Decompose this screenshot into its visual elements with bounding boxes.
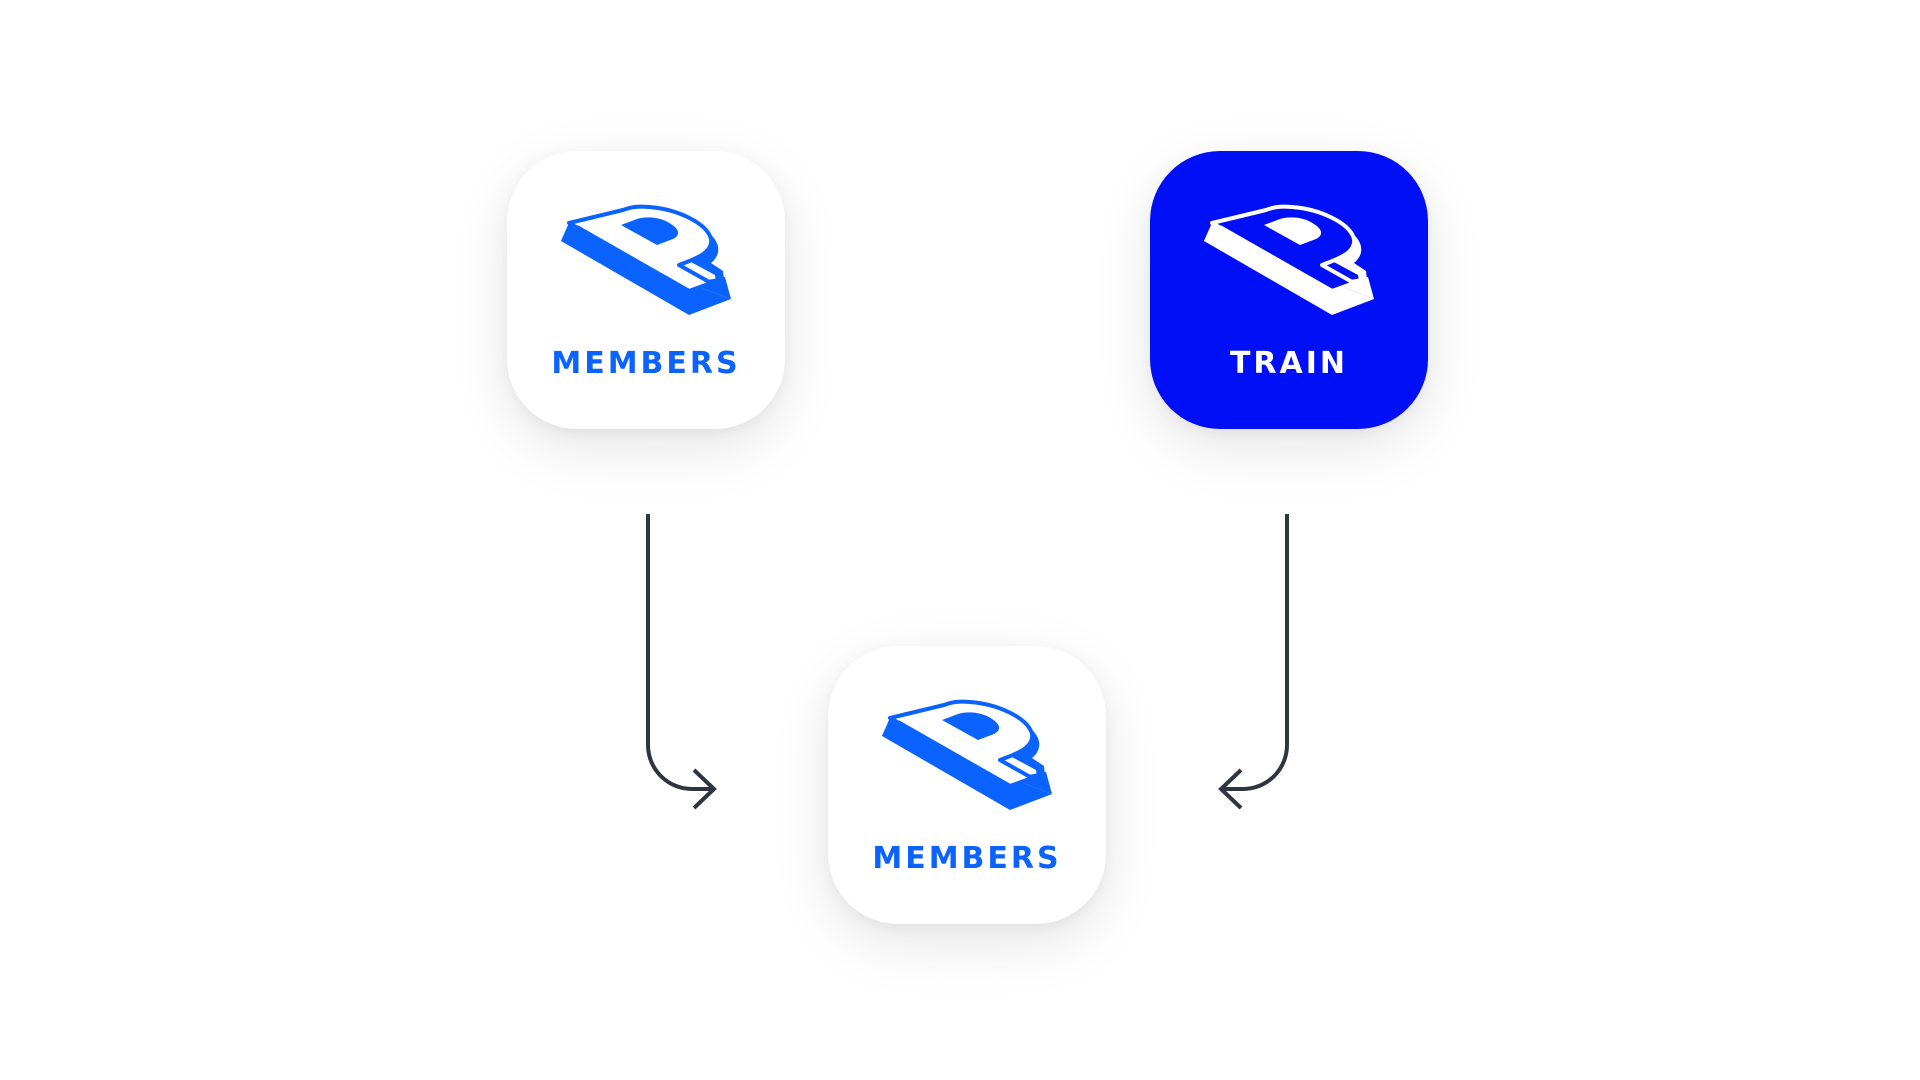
p-logo-icon <box>882 699 1052 810</box>
arrow-train-to-members <box>1221 514 1289 791</box>
p-logo-icon <box>561 204 731 315</box>
p-logo-icon <box>1204 204 1374 315</box>
members-app-icon-bottom: MEMBERS <box>828 646 1106 924</box>
members-label-bottom: MEMBERS <box>872 841 1062 876</box>
arrowhead-left-icon <box>1218 768 1243 810</box>
train-label: TRAIN <box>1229 346 1349 381</box>
members-app-icon-top: MEMBERS <box>507 151 785 429</box>
arrow-members-to-members <box>646 514 714 791</box>
train-app-icon: TRAIN <box>1150 151 1428 429</box>
arrowhead-right-icon <box>692 768 717 810</box>
members-label-top: MEMBERS <box>551 346 741 381</box>
